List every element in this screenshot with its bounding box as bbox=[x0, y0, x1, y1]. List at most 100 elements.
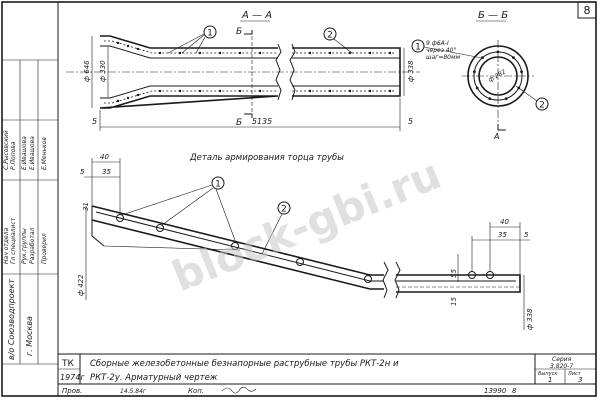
watermark: block-gbi.ru bbox=[165, 149, 447, 301]
section-bb-callout-1-circle bbox=[411, 39, 425, 53]
detail-callout-2-leader bbox=[261, 213, 283, 255]
cut-b-arrow-bottom bbox=[244, 113, 253, 118]
tb-issue-label: Выпуск bbox=[538, 371, 557, 377]
cut-a-arrow bbox=[497, 124, 506, 131]
left-stamp-strip: в/о Союзводпроект г. Москва Нач отдела Г… bbox=[2, 59, 58, 365]
detail-dim-40-right: 40 bbox=[500, 218, 509, 226]
tb-title-line1: Сборные железобетонные безнапорные растр… bbox=[90, 359, 399, 369]
dim-dia-338: ф 338 bbox=[407, 60, 415, 82]
strip-name-0: С.Рысовский bbox=[3, 130, 10, 170]
cut-b-arrow-top bbox=[244, 30, 253, 35]
tb-bottom-order: 13990 bbox=[484, 387, 507, 395]
strip-role-0: Нач отдела bbox=[3, 228, 10, 264]
cut-b-label-bottom: Б bbox=[236, 118, 242, 128]
tb-series-value: 3.820-7 bbox=[550, 363, 573, 370]
tb-sheet-label: Лист bbox=[567, 371, 582, 377]
callout-1-number: 1 bbox=[207, 29, 213, 39]
section-bb-callout-2: 2 bbox=[539, 101, 545, 111]
section-bb-callout-1: 1 bbox=[415, 43, 421, 53]
dim-end-left: 5 bbox=[92, 117, 97, 126]
callout-2-leader bbox=[333, 38, 353, 54]
pipe-longitudinal-view: А — А Б Б 1 2 ф 646 ф 330 ф 338 5135 5 5 bbox=[66, 10, 420, 131]
dim-end-right: 5 bbox=[408, 117, 413, 126]
spiral-rebar-dots bbox=[116, 41, 392, 103]
section-bb-dia: ф 282 bbox=[488, 68, 508, 83]
strip-org: в/о Союзводпроект bbox=[7, 279, 16, 360]
section-bb-note-2: через 40° bbox=[426, 47, 456, 54]
strip-role-2: Рук.группы bbox=[21, 228, 28, 264]
strip-name-3: Е.Ивашова bbox=[29, 136, 36, 170]
strip-name-2: Е.Ивашова bbox=[21, 136, 28, 170]
detail-dia-338: ф 338 bbox=[526, 308, 534, 330]
pipe-inner-bore bbox=[100, 45, 400, 99]
cut-b-label-top: Б bbox=[236, 27, 242, 37]
detail-rebar bbox=[95, 211, 384, 282]
strip-role-3: Разработал bbox=[29, 227, 36, 264]
break-mark-right bbox=[289, 43, 296, 101]
cut-a-label: А bbox=[493, 132, 499, 141]
tb-code: ТК bbox=[61, 359, 74, 369]
detail-callout-1-circle bbox=[211, 176, 225, 190]
detail-callout-1-leader-b bbox=[161, 187, 214, 226]
detail-dia-422: ф 422 bbox=[77, 274, 85, 296]
dim-length: 5135 bbox=[252, 117, 272, 126]
detail-bell-flare bbox=[103, 245, 241, 251]
section-bb-note-1: 9 ф6А-I bbox=[426, 40, 449, 47]
tb-year: 1974г bbox=[60, 373, 85, 382]
detail-dim-55: 55 bbox=[450, 269, 458, 278]
strip-role-1: Гл специалист bbox=[10, 217, 17, 264]
sheet-number: 8 bbox=[584, 4, 591, 17]
section-bb-view: Б — Б ф 282 1 9 ф6А-I через 40° шаг=80мм… bbox=[411, 10, 549, 141]
callout-2-circle bbox=[323, 27, 337, 41]
tb-bottom-date: 14.5.84г bbox=[120, 388, 147, 395]
section-bb-bars bbox=[473, 50, 523, 100]
detail-dim-15: 15 bbox=[450, 297, 458, 306]
section-bb-callout-1-leader bbox=[423, 46, 483, 59]
detail-wall-outer bbox=[91, 205, 384, 276]
tb-title-line2: РКТ-2у. Арматурный чертеж bbox=[90, 373, 218, 383]
section-bb-callout-2-leader bbox=[515, 85, 538, 102]
tb-bottom-kop: Коп. bbox=[188, 387, 204, 395]
dim-dia-646: ф 646 bbox=[83, 60, 91, 82]
detail-callout-1: 1 bbox=[215, 180, 221, 190]
strip-role-4: Проверил bbox=[41, 233, 48, 264]
detail-callout-2-circle bbox=[277, 201, 291, 215]
detail-view: Деталь армирования торца трубы 1 bbox=[77, 153, 534, 330]
detail-dim-40-left: 40 bbox=[100, 153, 109, 161]
strip-name-1: Р.Попова bbox=[10, 141, 17, 170]
detail-bell-end bbox=[91, 206, 105, 247]
detail-wall-inner bbox=[91, 219, 384, 290]
detail-break-left bbox=[382, 261, 389, 299]
detail-callout-1-leader-c bbox=[215, 188, 237, 244]
tb-bottom-prov: Пров. bbox=[62, 387, 82, 395]
detail-title: Деталь армирования торца трубы bbox=[189, 153, 344, 163]
tb-issue-value: 1 bbox=[548, 376, 552, 384]
title-block: ТК 1974г Сборные железобетонные безнапор… bbox=[58, 353, 596, 395]
tb-sheet-value: 3 bbox=[578, 376, 582, 384]
detail-callout-2: 2 bbox=[281, 205, 287, 215]
detail-dim-5-right: 5 bbox=[524, 231, 529, 239]
callout-2-number: 2 bbox=[327, 31, 333, 41]
callout-1-circle bbox=[203, 25, 217, 39]
section-bb-callout-2-circle bbox=[535, 97, 549, 111]
strip-name-4: Е.Меньков bbox=[41, 137, 48, 170]
break-mark-left bbox=[275, 43, 282, 101]
tb-bottom-sheet: 8 bbox=[512, 387, 517, 395]
tb-series-label: Серия bbox=[552, 356, 572, 363]
callout-1-leader-c bbox=[195, 36, 206, 54]
dim-dia-330: ф 330 bbox=[99, 60, 107, 82]
section-bb-title: Б — Б bbox=[478, 10, 508, 21]
tb-signature bbox=[221, 386, 257, 394]
strip-city: г. Москва bbox=[25, 316, 34, 356]
callout-1-leader-a bbox=[167, 33, 205, 54]
detail-dim-35-left: 35 bbox=[102, 168, 111, 176]
section-bb-note-3: шаг=80мм bbox=[426, 54, 461, 61]
detail-callout-1-leader-a bbox=[121, 184, 213, 216]
sheet-number-box bbox=[577, 1, 597, 19]
section-aa-title: А — А bbox=[241, 10, 272, 21]
callout-1-leader-b bbox=[181, 34, 205, 54]
detail-dim-35-right: 35 bbox=[498, 231, 507, 239]
detail-dim-5-left: 5 bbox=[80, 168, 85, 176]
